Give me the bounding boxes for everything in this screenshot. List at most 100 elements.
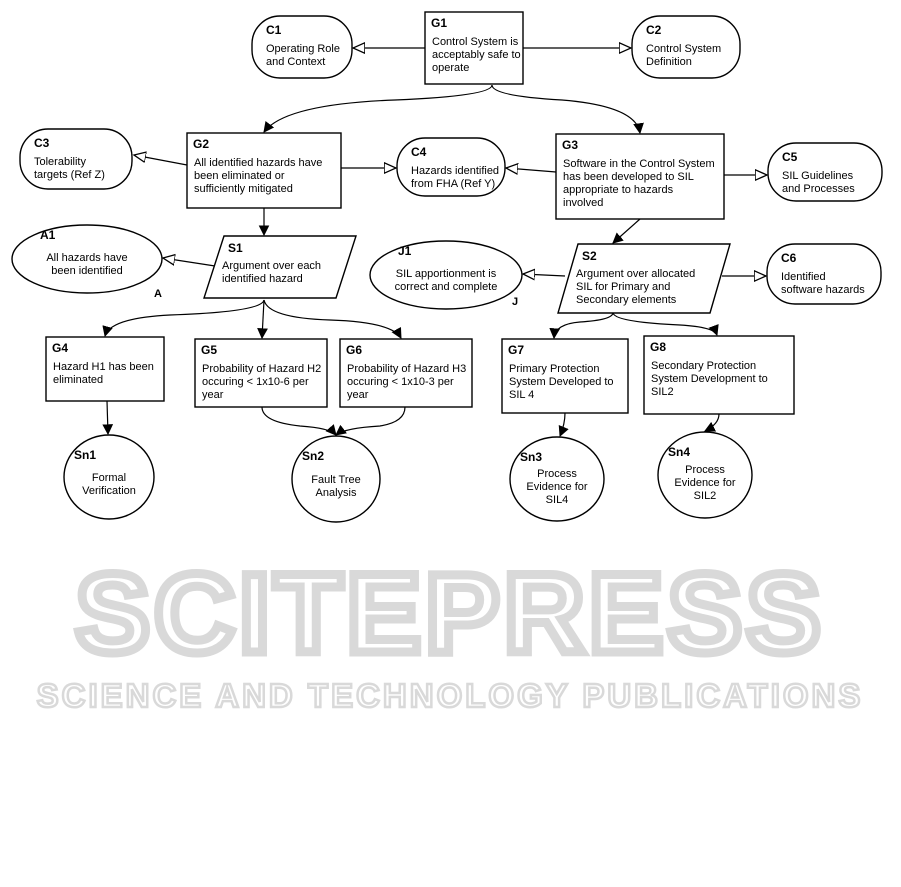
c2-id-label: C2 — [646, 23, 662, 37]
j1-id-label: J1 — [398, 244, 412, 258]
a1-id-label: A1 — [40, 228, 56, 242]
sn3-id-label: Sn3 — [520, 450, 542, 464]
c5-context-shape — [767, 142, 883, 202]
edge-g3-to-c4 — [506, 168, 557, 172]
g5-id-label: G5 — [201, 343, 217, 357]
sn1-id-label: Sn1 — [74, 448, 96, 462]
g2-goal-shape — [186, 132, 342, 209]
g8-id-label: G8 — [650, 340, 666, 354]
edge-s1-to-g6 — [263, 299, 402, 339]
s2-strategy-shape — [557, 243, 731, 314]
g5-goal-shape — [194, 338, 328, 408]
a1-type-tag: A — [154, 288, 162, 300]
j1-justification-shape — [369, 240, 523, 310]
watermark-title: SCITEPRESS — [75, 551, 825, 676]
sn2-solution-shape — [291, 435, 381, 523]
edges-layer — [102, 48, 767, 437]
sn3-solution-shape — [509, 436, 605, 522]
c5-id-label: C5 — [782, 150, 798, 164]
edge-g5-to-sn2 — [261, 406, 337, 436]
g7-id-label: G7 — [508, 343, 524, 357]
c3-id-label: C3 — [34, 136, 50, 150]
edge-s2-to-j1 — [523, 274, 566, 276]
c2-context-shape — [631, 15, 741, 79]
g6-id-label: G6 — [346, 343, 362, 357]
g6-goal-shape — [339, 338, 473, 408]
edge-g4-to-sn1 — [102, 400, 114, 436]
g4-id-label: G4 — [52, 341, 68, 355]
edge-g1-to-g2 — [263, 84, 493, 133]
g4-goal-shape — [45, 336, 165, 402]
edge-g1-to-g3 — [491, 84, 644, 135]
g1-goal-shape — [424, 11, 524, 85]
g1-id-label: G1 — [431, 16, 447, 30]
j1-type-tag: J — [512, 296, 518, 308]
c4-id-label: C4 — [411, 145, 427, 159]
watermark-subtitle: SCIENCE AND TECHNOLOGY PUBLICATIONS — [37, 677, 864, 714]
edge-g8-to-sn4 — [704, 413, 720, 432]
g7-goal-shape — [501, 338, 629, 414]
sn2-id-label: Sn2 — [302, 449, 324, 463]
c6-id-label: C6 — [781, 251, 797, 265]
edge-s2-to-g7 — [549, 312, 614, 340]
g3-id-label: G3 — [562, 138, 578, 152]
s2-id-label: S2 — [582, 249, 597, 263]
a1-assumption-shape — [11, 224, 163, 294]
c4-context-shape — [396, 137, 506, 197]
s1-id-label: S1 — [228, 241, 243, 255]
c1-context-shape — [251, 15, 353, 79]
edge-s1-to-a1 — [163, 258, 216, 267]
edge-g7-to-sn3 — [558, 412, 569, 437]
edge-s1-to-g4 — [102, 299, 265, 338]
sn4-id-label: Sn4 — [668, 445, 690, 459]
edge-g2-to-c3 — [134, 155, 188, 166]
sn4-solution-shape — [657, 431, 753, 519]
edge-s1-to-g5 — [257, 299, 268, 340]
g2-id-label: G2 — [193, 137, 209, 151]
edge-g6-to-sn2 — [335, 406, 406, 436]
